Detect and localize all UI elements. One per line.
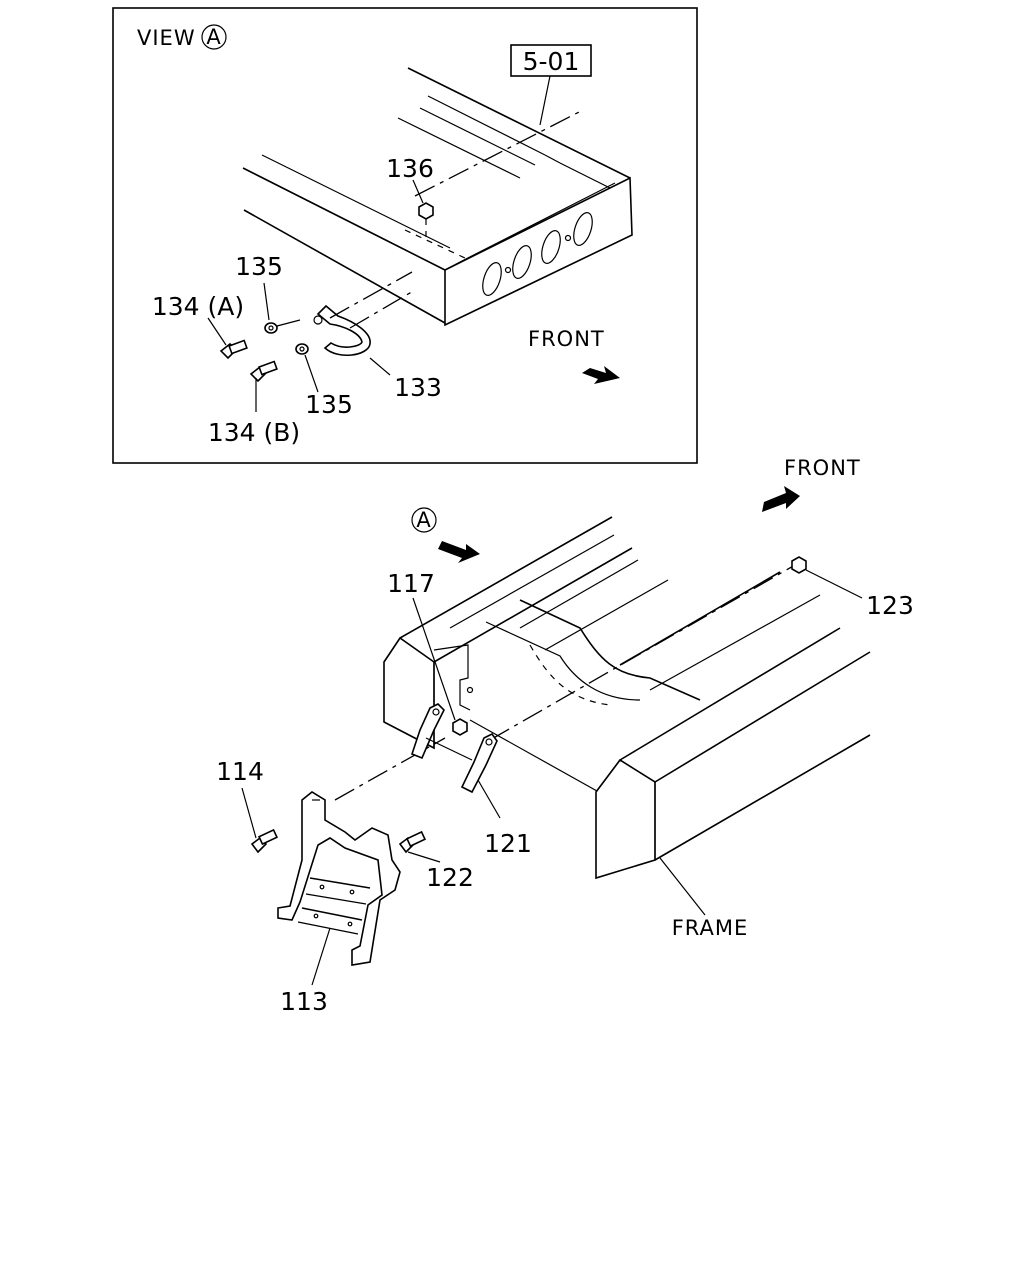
callout-134b: 134 (B): [208, 418, 300, 447]
centerline: [489, 564, 796, 741]
callout-123: 123: [866, 591, 914, 620]
front-arrow-icon: [582, 366, 620, 384]
nut-123: 123: [791, 556, 914, 620]
callout-117: 117: [387, 569, 435, 598]
callout-135-lower: 135: [305, 390, 353, 419]
bolt-134a: 134 (A): [152, 292, 248, 360]
callout-134a: 134 (A): [152, 292, 244, 321]
ref-box: [510, 44, 592, 77]
bolt-122: 122: [398, 830, 474, 892]
bolt-134b: 134 (B): [208, 360, 300, 447]
main-front-label: FRONT: [784, 456, 861, 480]
front-arrow-icon: [762, 486, 800, 512]
callout-122: 122: [426, 863, 474, 892]
view-letter: A: [206, 25, 221, 49]
callout-133: 133: [394, 373, 442, 402]
bolt-114: 114: [216, 757, 279, 854]
carrier-bracket-113: 113: [277, 791, 401, 1016]
callout-114: 114: [216, 757, 264, 786]
washer-135-lower: 135: [295, 343, 353, 419]
view-letter-circle: [201, 24, 227, 50]
washer-135-upper: 135: [235, 252, 301, 334]
inset-frame: [112, 7, 698, 464]
view-direction-arrow-icon: [438, 541, 480, 563]
ref-box-label: 5-01: [523, 47, 580, 76]
callout-136: 136: [386, 154, 434, 183]
cross-member: [242, 67, 633, 327]
callout-135-upper: 135: [235, 252, 283, 281]
callout-113: 113: [280, 987, 328, 1016]
inset-view-a: VIEW A 5-01: [112, 7, 698, 464]
callout-frame: FRAME: [672, 916, 749, 940]
callout-121: 121: [484, 829, 532, 858]
inset-front-label: FRONT: [528, 327, 605, 351]
nut-136: 136: [386, 154, 434, 243]
tow-hook-133: 133: [313, 271, 442, 402]
nut-117: 117: [387, 569, 468, 736]
view-marker-letter: A: [416, 508, 431, 532]
brackets-121: 121: [411, 703, 532, 858]
centerline-left: [334, 737, 446, 801]
view-label: VIEW: [137, 26, 196, 50]
main-view: FRONT A: [216, 456, 914, 1016]
view-marker-circle: [411, 507, 437, 533]
